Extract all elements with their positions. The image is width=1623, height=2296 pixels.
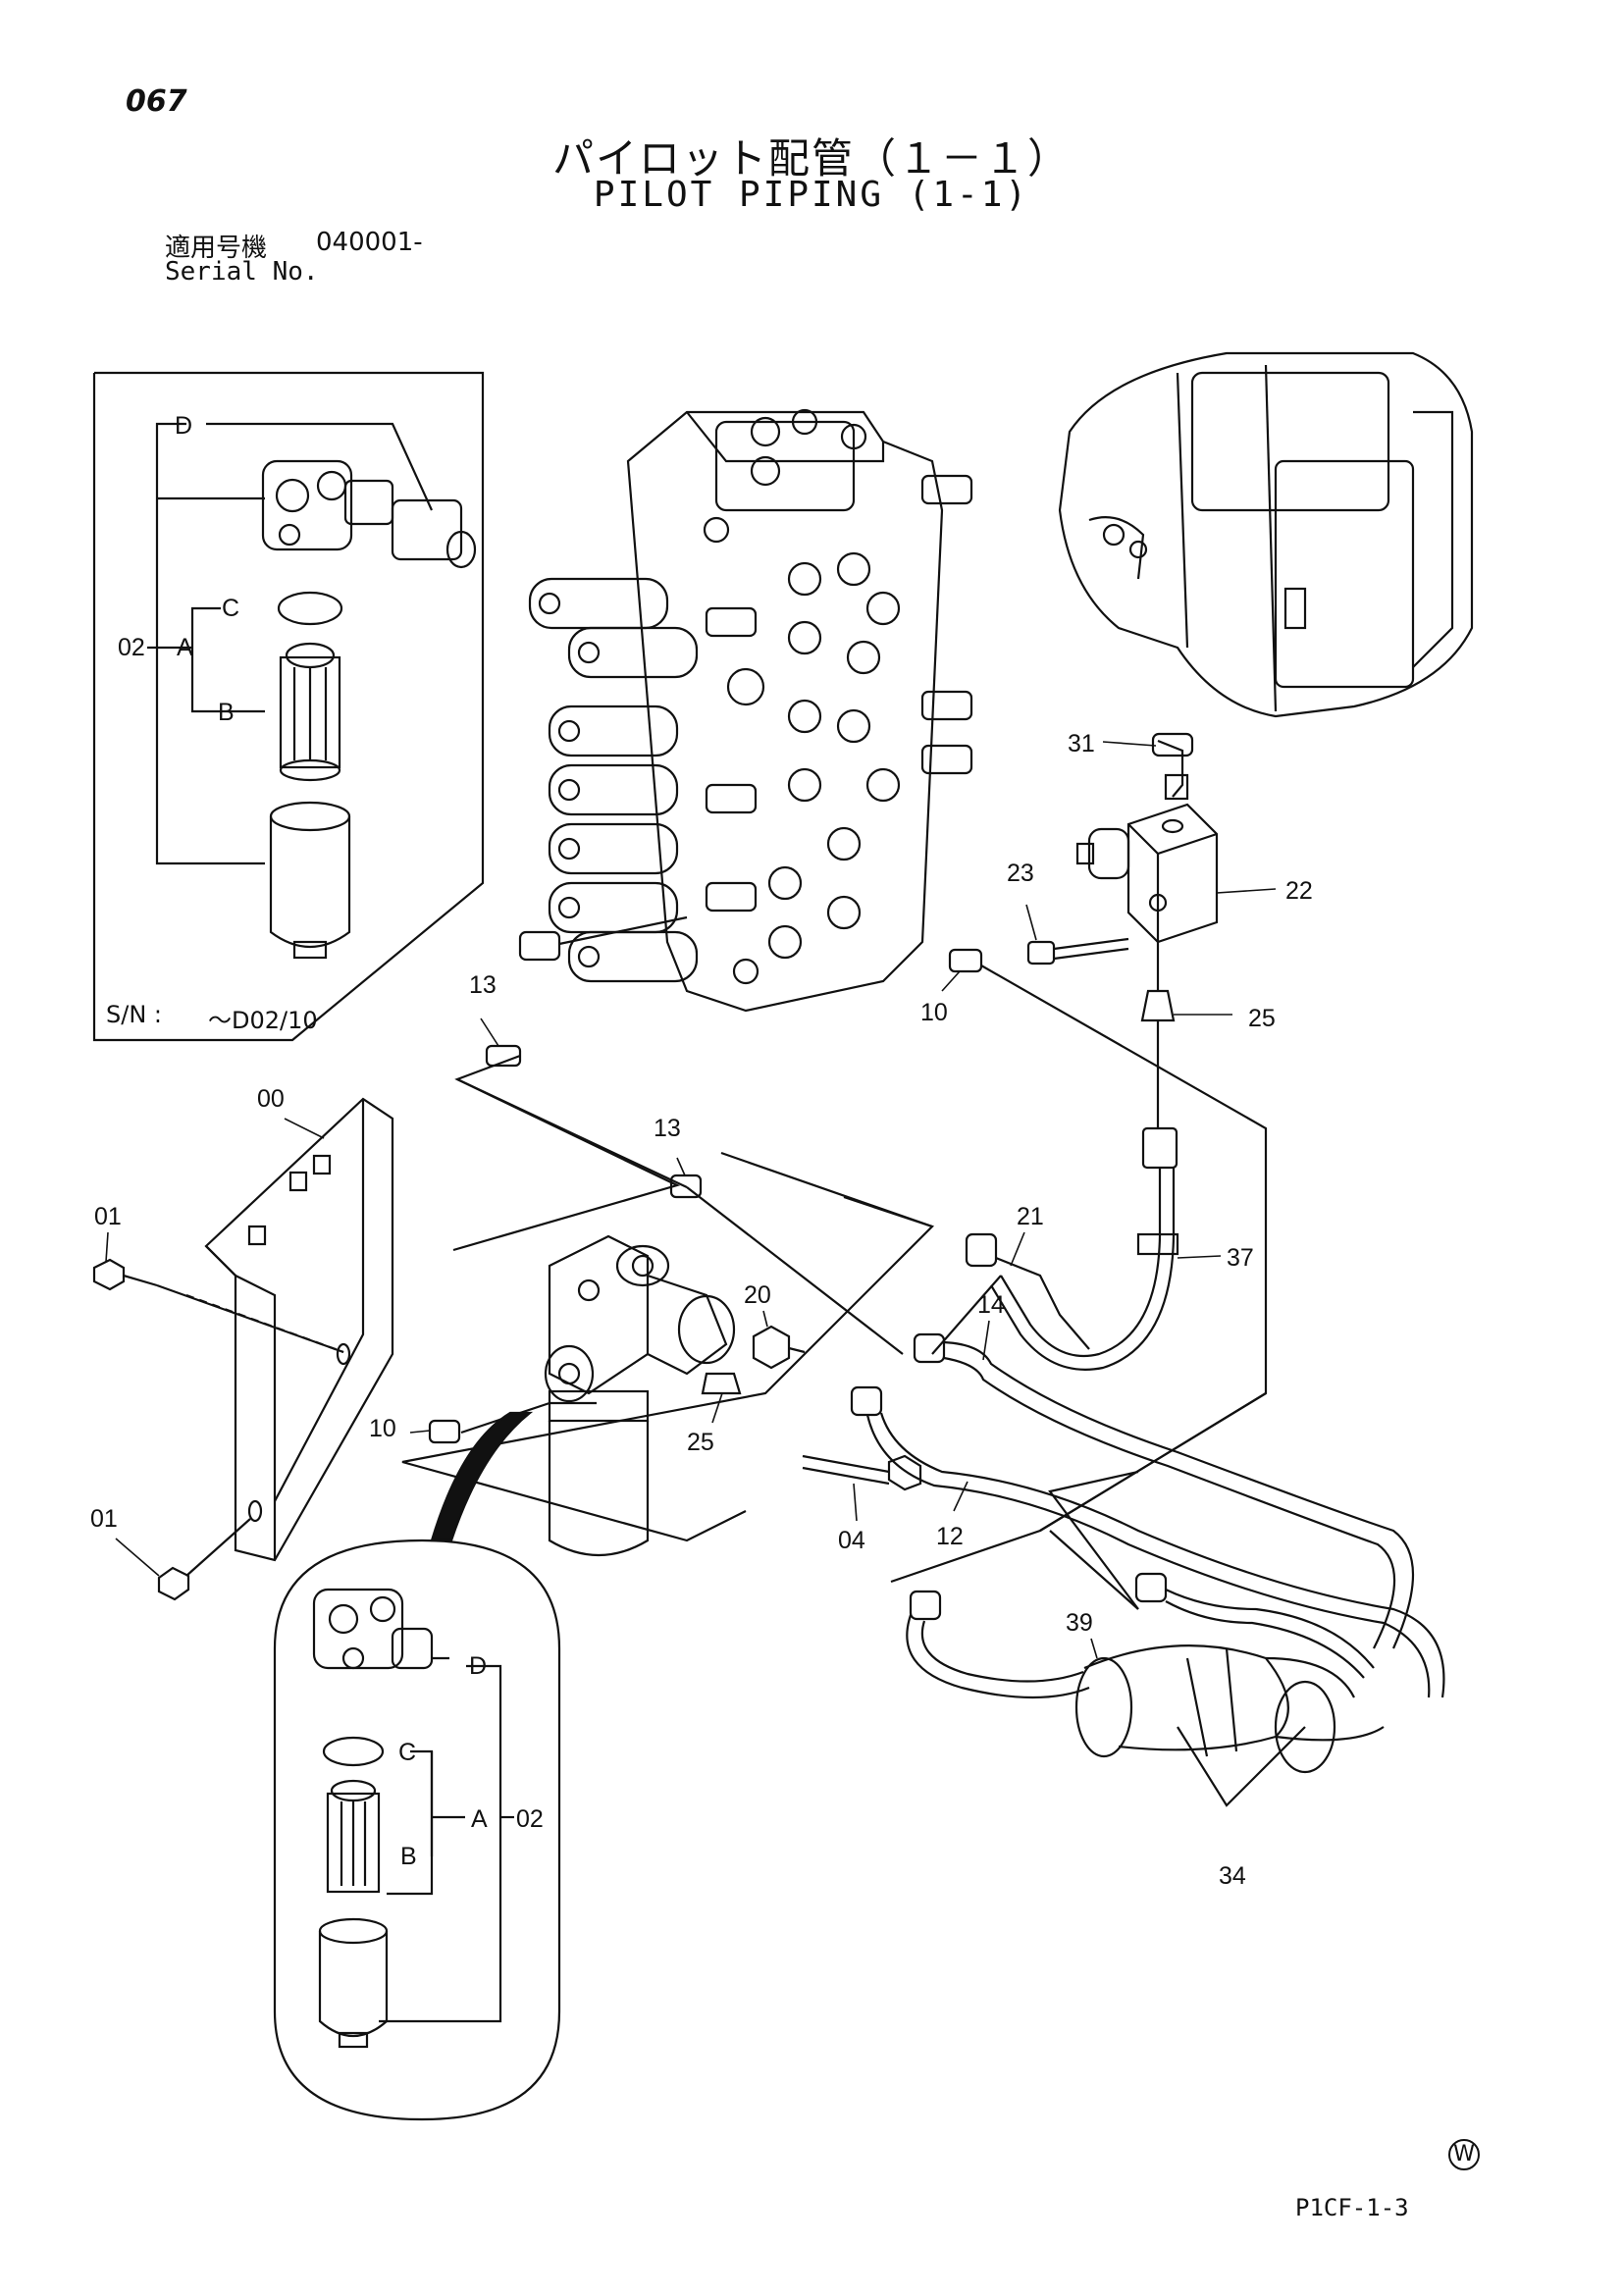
filter-head-old [261,459,477,569]
callout-14: 14 [977,1291,1005,1319]
hose-12 [850,1385,1445,1698]
leader-lines [105,741,1277,1659]
inset-top-label-02: 02 [118,634,145,661]
page-title-english: PILOT PIPING (1-1) [593,175,1030,215]
page-number: 067 [126,84,187,119]
inset-bottom-label-a: A [471,1805,488,1833]
fittings [428,948,983,1444]
callout-37: 37 [1227,1244,1254,1272]
page-title-japanese: パイロット配管（１－１） [551,134,1071,183]
hose-protector-34 [1074,1644,1385,1774]
callout-34: 34 [1219,1862,1246,1890]
filter-bowl-old [269,801,351,960]
inset-sn-value: ～D02/10 [208,1007,318,1034]
callout-13b: 13 [654,1115,681,1142]
callout-22: 22 [1285,877,1313,905]
callout-10b: 10 [369,1415,396,1442]
inset-top-label-b: B [218,699,235,726]
callout-20: 20 [744,1281,771,1309]
inset-top-label-a: A [177,634,193,661]
filter-element-old [279,642,341,782]
serial-label-japanese: 適用号機 [165,234,268,263]
inset-sn-label: S/N : [106,1001,162,1028]
callout-31: 31 [1068,730,1095,757]
inset-old-filter [92,371,485,1042]
callout-labels: 13 13 10 10 31 23 22 25 25 00 01 01 20 2… [90,412,1313,1890]
inset-bottom-label-02: 02 [516,1805,544,1833]
hose-14 [913,1332,1415,1649]
callout-01a: 01 [94,1203,122,1230]
callout-10a: 10 [920,999,948,1026]
inset-bottom-label-c: C [398,1739,416,1766]
serial-label-english: Serial No. [165,257,319,287]
w-mark: W [1448,2139,1480,2170]
callout-25b: 25 [687,1429,714,1456]
callout-12: 12 [936,1523,964,1550]
bolt-04 [802,1454,922,1491]
inset-top-label-d: D [175,412,192,440]
bracket-00 [204,1097,394,1562]
callout-39: 39 [1066,1609,1093,1637]
callout-13a: 13 [469,971,497,999]
hose-39 [906,1572,1375,1699]
inset-new-filter [273,1411,561,2121]
callout-23: 23 [1007,860,1034,887]
pressure-switch-block [1026,732,1219,1022]
pilot-filter-new [544,1234,806,1556]
serial-number-value: 040001- [316,228,423,257]
o-ring-old [277,591,343,626]
callout-04: 04 [838,1527,865,1554]
inset-bottom-label-d: D [469,1652,487,1680]
callout-25a: 25 [1248,1005,1276,1032]
bolt-01-lower [157,1518,251,1601]
inset-bottom-label-b: B [400,1843,417,1870]
callout-00: 00 [257,1085,285,1113]
sheet-code: P1CF-1-3 [1295,2194,1409,2221]
callout-21: 21 [1017,1203,1044,1230]
callout-01b: 01 [90,1505,118,1533]
control-valve [518,408,973,1013]
excavator-cab [1058,351,1474,718]
hose-37 [965,1020,1179,1371]
inset-top-label-c: C [222,595,239,622]
valve-ports [726,551,901,985]
